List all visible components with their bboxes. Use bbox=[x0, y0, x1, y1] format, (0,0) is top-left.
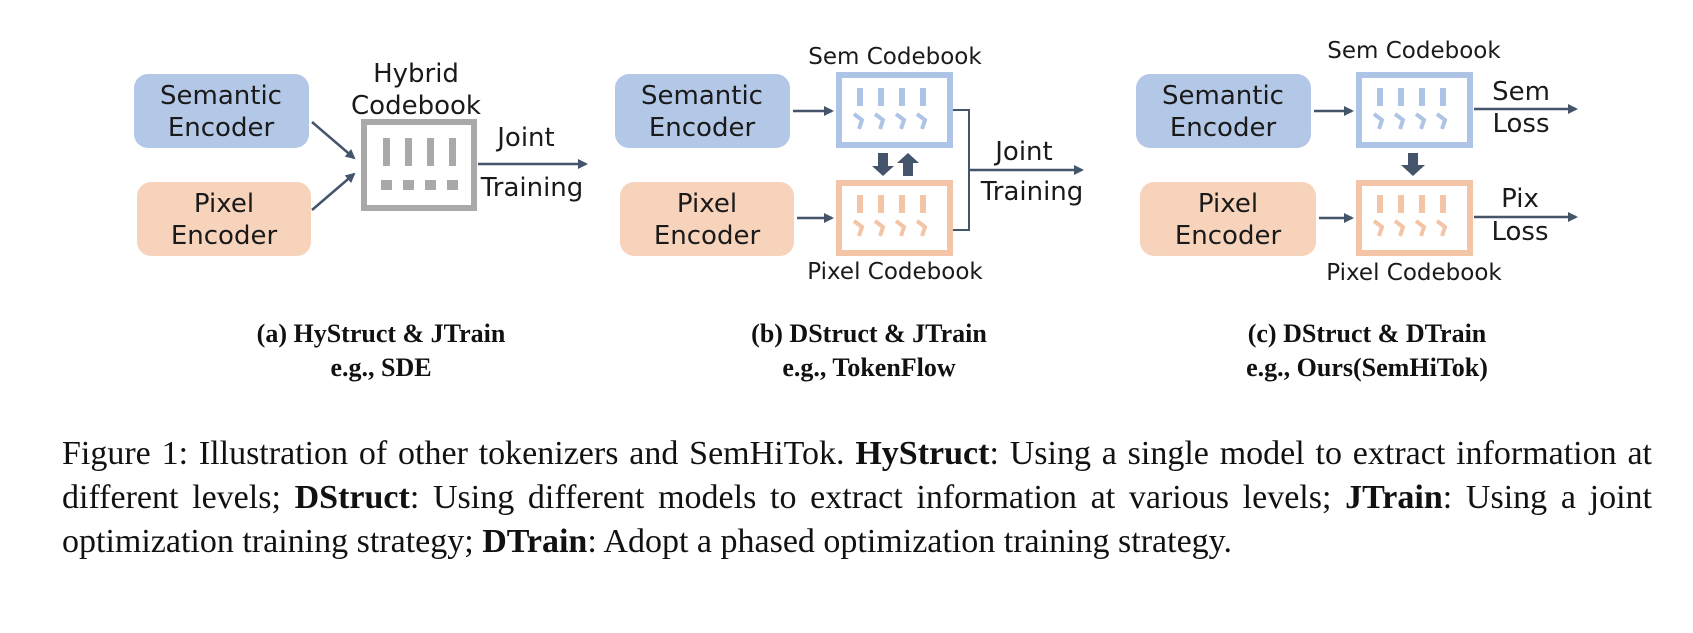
bracket-line bbox=[953, 109, 970, 231]
panel-b: Semantic Encoder Pixel Encoder Sem Codeb… bbox=[615, 44, 1084, 382]
hybrid-codebook-tokens bbox=[381, 138, 458, 190]
panel-a-caption: (a) HyStruct & JTrain bbox=[257, 319, 506, 348]
panel-c: Semantic Encoder Pixel Encoder Sem Codeb… bbox=[1136, 38, 1578, 382]
term-jtrain: JTrain bbox=[1345, 479, 1443, 516]
pixel-encoder-label: Encoder bbox=[654, 221, 761, 251]
semantic-encoder-box bbox=[134, 74, 309, 148]
semantic-encoder-label: Encoder bbox=[649, 113, 756, 143]
pixel-codebook-tokens bbox=[852, 195, 928, 237]
hybrid-codebook-box bbox=[361, 119, 477, 211]
sem-codebook-label: Sem Codebook bbox=[808, 44, 982, 70]
semantic-encoder-label: Encoder bbox=[168, 113, 275, 143]
joint-training-label: Training bbox=[980, 177, 1084, 207]
figure-caption: Figure 1: Illustration of other tokenize… bbox=[62, 432, 1652, 564]
sem-loss-label: Sem bbox=[1492, 77, 1550, 107]
joint-training-label: Joint bbox=[495, 123, 554, 153]
panel-b-caption: (b) DStruct & JTrain bbox=[751, 319, 987, 348]
hybrid-codebook-label: Codebook bbox=[351, 91, 481, 121]
semantic-encoder-box bbox=[615, 74, 790, 148]
panel-b-example: e.g., TokenFlow bbox=[782, 353, 956, 382]
joint-training-label: Training bbox=[480, 173, 584, 203]
caption-text: : Adopt a phased optimization training s… bbox=[587, 523, 1232, 560]
arrow bbox=[311, 121, 356, 160]
sem-codebook-tokens bbox=[852, 88, 928, 130]
pixel-encoder-label: Encoder bbox=[171, 221, 278, 251]
panel-c-example: e.g., Ours(SemHiTok) bbox=[1246, 353, 1488, 382]
panel-a: Semantic Encoder Pixel Encoder Hybrid Co… bbox=[134, 59, 588, 382]
pixel-encoder-label: Pixel bbox=[1198, 189, 1258, 219]
caption-lead: Figure 1: Illustration of other tokenize… bbox=[62, 435, 856, 472]
semantic-encoder-label: Semantic bbox=[160, 81, 282, 111]
pixel-encoder-label: Pixel bbox=[194, 189, 254, 219]
pix-loss-label: Loss bbox=[1491, 217, 1548, 247]
term-hystruct: HyStruct bbox=[855, 435, 990, 472]
panel-a-example: e.g., SDE bbox=[330, 353, 431, 382]
tokenizer-comparison-diagram: Semantic Encoder Pixel Encoder Hybrid Co… bbox=[134, 38, 1578, 382]
semantic-encoder-label: Encoder bbox=[1170, 113, 1277, 143]
semantic-encoder-label: Semantic bbox=[641, 81, 763, 111]
caption-text: : Using different models to extract info… bbox=[409, 479, 1346, 516]
sem-codebook-box bbox=[1356, 72, 1473, 148]
sem-codebook-tokens bbox=[1372, 88, 1448, 130]
term-dstruct: DStruct bbox=[294, 479, 410, 516]
caption-text: : Using a joint optimization training st… bbox=[62, 479, 1653, 560]
term-dtrain: DTrain bbox=[482, 523, 588, 560]
pixel-encoder-box bbox=[1140, 182, 1316, 256]
pixel-codebook-box bbox=[1356, 180, 1473, 256]
panel-c-caption: (c) DStruct & DTrain bbox=[1248, 319, 1487, 348]
caption-text: : Using a single model to extract inform… bbox=[62, 435, 1652, 516]
pixel-codebook-box bbox=[836, 180, 953, 256]
pixel-encoder-label: Encoder bbox=[1175, 221, 1282, 251]
pixel-encoder-box bbox=[137, 182, 311, 256]
semantic-encoder-label: Semantic bbox=[1162, 81, 1284, 111]
pix-loss-label: Pix bbox=[1501, 184, 1539, 214]
sem-codebook-box bbox=[836, 72, 953, 148]
sem-codebook-label: Sem Codebook bbox=[1327, 38, 1501, 64]
pixel-encoder-box bbox=[620, 182, 794, 256]
semantic-encoder-box bbox=[1136, 74, 1311, 148]
down-arrow bbox=[1401, 153, 1425, 176]
hybrid-codebook-label: Hybrid bbox=[373, 59, 459, 89]
pixel-codebook-label: Pixel Codebook bbox=[807, 259, 983, 285]
sem-loss-label: Loss bbox=[1492, 109, 1549, 139]
pixel-encoder-label: Pixel bbox=[677, 189, 737, 219]
exchange-arrows bbox=[872, 153, 919, 176]
arrow bbox=[311, 172, 356, 211]
pixel-codebook-label: Pixel Codebook bbox=[1326, 260, 1502, 286]
pixel-codebook-tokens bbox=[1372, 195, 1448, 237]
joint-training-label: Joint bbox=[993, 137, 1052, 167]
